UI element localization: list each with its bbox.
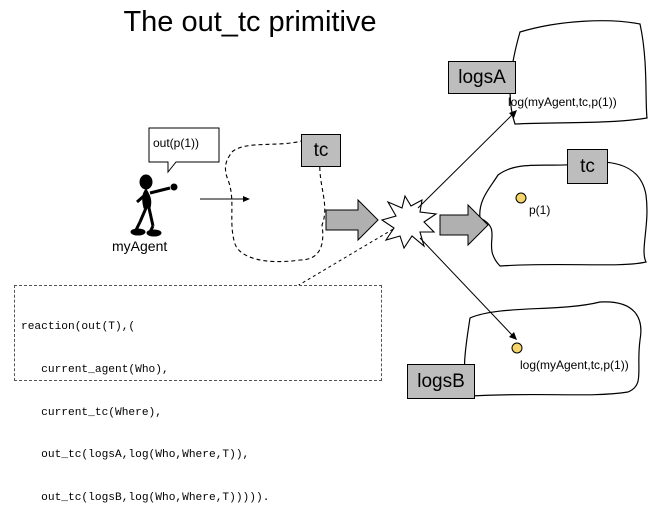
source-tc-dashed-blob xyxy=(224,139,326,263)
reaction-code-box: reaction(out(T),( current_agent(Who), cu… xyxy=(14,285,382,504)
logsA-box: logsA xyxy=(448,61,516,94)
logsA-tuple-space-blob xyxy=(509,20,648,125)
arrow-to-logsA-head xyxy=(509,110,517,118)
source-tc-box: tc xyxy=(301,134,341,167)
target-tc-tuple-space-blob xyxy=(479,161,648,267)
logsB-label: logsB xyxy=(417,370,465,392)
code-line: current_agent(Who), xyxy=(21,364,169,376)
code-line: current_tc(Where), xyxy=(21,406,162,419)
diagram-canvas xyxy=(130,20,648,397)
code-line: reaction(out(T),( xyxy=(21,321,136,334)
out-action-arrowhead xyxy=(243,196,250,202)
agent-name: myAgent xyxy=(112,238,168,254)
code-line: out_tc(logsB,log(Who,Where,T))))). xyxy=(21,491,270,504)
block-arrow-to-target xyxy=(439,203,489,247)
target-tuple-dot xyxy=(515,192,527,204)
speech-text: out(p(1)) xyxy=(153,136,200,150)
source-tc-label: tc xyxy=(313,139,329,161)
block-arrow-to-reaction xyxy=(325,198,379,242)
code-line: out_tc(logsA,log(Who,Where,T)), xyxy=(21,449,250,462)
logsA-tuple-text: log(myAgent,tc,p(1)) xyxy=(508,95,617,109)
logsB-tuple-dot xyxy=(511,342,523,354)
arrow-to-logsB xyxy=(419,237,514,337)
arrow-to-logsA xyxy=(417,113,514,209)
target-tc-box: tc xyxy=(567,149,608,184)
logsB-box: logsB xyxy=(407,364,475,399)
logsB-tuple-space-blob xyxy=(463,301,642,397)
target-tc-label: tc xyxy=(580,155,595,177)
logsA-label: logsA xyxy=(458,66,506,88)
target-tuple-text: p(1) xyxy=(529,203,551,217)
code-to-reaction-connector xyxy=(281,227,396,296)
slide-title: The out_tc primitive xyxy=(123,6,377,38)
reaction-burst-icon xyxy=(380,194,438,250)
agent-figure-icon xyxy=(130,174,178,237)
arrow-to-logsB-head xyxy=(509,332,517,340)
logsB-tuple-text: log(myAgent,tc,p(1)) xyxy=(520,358,629,372)
speech-bubble xyxy=(148,127,220,174)
